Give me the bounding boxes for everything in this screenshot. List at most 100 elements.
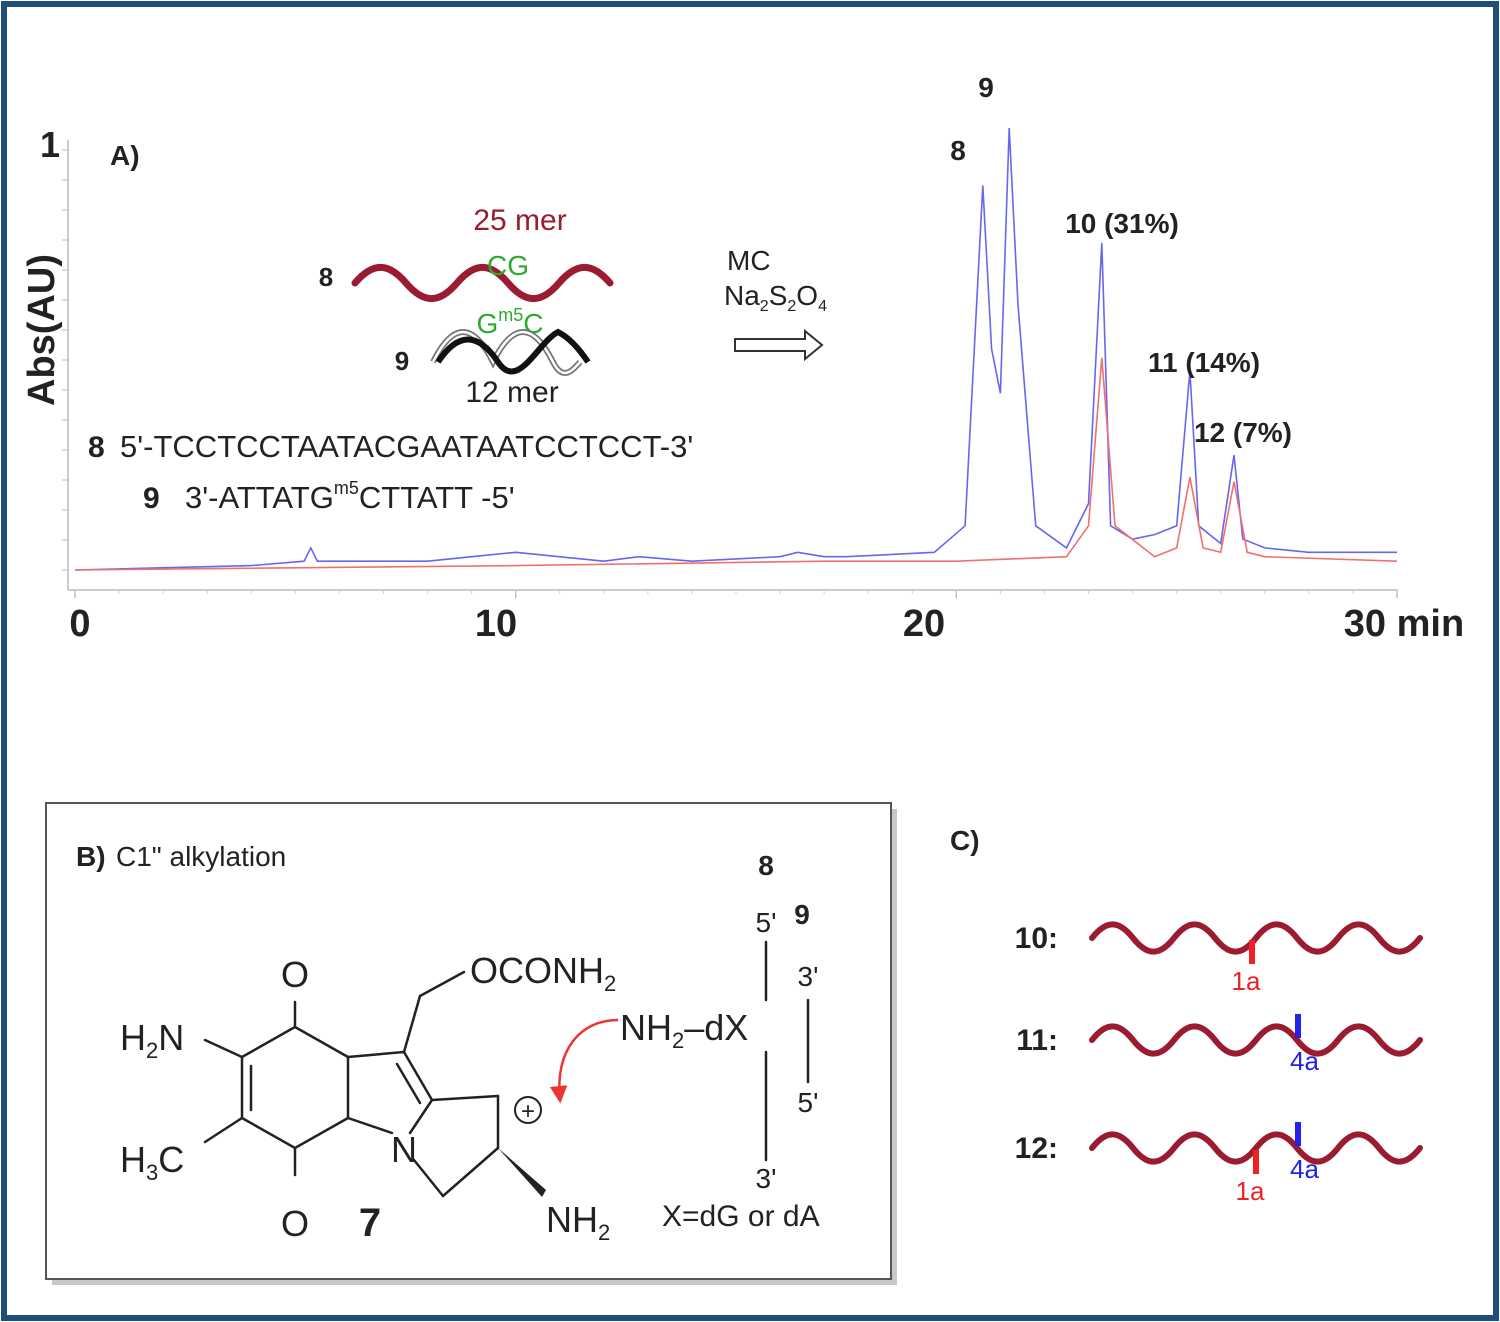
cation-circle (514, 1096, 542, 1124)
methyl-h: H (120, 1139, 146, 1180)
amino-h: H (120, 1017, 146, 1058)
panel-c: C) 10: 1a 11: 4a 12: 1a 4a (950, 825, 1423, 1206)
end-3-prime-bottom: 3' (756, 1163, 777, 1194)
amine-sub: 2 (598, 1220, 610, 1245)
amine-nh2-bottom: NH2 (546, 1199, 610, 1245)
panel-b-label: B) (76, 841, 106, 872)
y-minor-ticks (62, 149, 68, 571)
panel-b-title: C1" alkylation (116, 841, 286, 872)
strand-9-number: 9 (794, 899, 810, 930)
strand8-wave-line (351, 264, 614, 302)
reaction-arrow (734, 328, 824, 362)
adduct-row-id: 11: (1016, 1024, 1058, 1057)
adduct-duplex-wave (1089, 921, 1423, 955)
x-tick-0: 0 (69, 603, 90, 645)
adduct-label-1a: 1a (1236, 1176, 1265, 1206)
adduct-duplex-wave (1089, 1023, 1423, 1057)
seq9-sequence: 3'-ATTATGm5CTTATT -5' (185, 478, 515, 515)
reagent-s: S (769, 280, 788, 311)
peak-label-11: 11 (14%) (1148, 347, 1260, 378)
methyl-c: C (158, 1139, 184, 1180)
reagent-o: O (796, 280, 818, 311)
strand9-site-g: G (476, 308, 498, 339)
panel-b: B) C1" alkylation (45, 802, 897, 1285)
strand9-length-label: 12 mer (465, 376, 558, 409)
end-5-prime-top: 5' (756, 907, 777, 938)
reagent-sub1: 2 (760, 298, 769, 315)
carbonyl-o-bottom: O (281, 1203, 309, 1244)
ring-nitrogen: N (391, 1129, 417, 1170)
strand8-length-label: 25 mer (473, 204, 566, 237)
strand8-site-cg: CG (487, 250, 529, 281)
seq8-sequence: 5'-TCCTCCTAATACGAATAATCCTCCT-3' (120, 429, 693, 464)
adduct-row: 11: 4a (1016, 1014, 1423, 1076)
seq9-part-a: 3'-ATTATG (185, 480, 334, 515)
adduct-row: 10: 1a (1015, 921, 1423, 996)
nucleophile-dx: –dX (684, 1007, 748, 1048)
x-definition: X=dG or dA (662, 1200, 820, 1233)
amino-n: N (158, 1017, 184, 1058)
adduct-label-1a: 1a (1232, 966, 1261, 996)
duplex-scheme: 25 mer 8 CG Gm5C 9 12 mer MC Na2S2O4 (319, 204, 827, 409)
wedge-bond (498, 1148, 546, 1197)
trace-red (74, 357, 1398, 571)
peak-label-8: 8 (950, 135, 966, 166)
strand9-wave-front (435, 328, 591, 375)
x-tick-marks (74, 590, 1398, 598)
adduct-duplex-wave (1089, 1131, 1423, 1165)
seq9-number: 9 (143, 482, 160, 515)
x-tick-30-min: 30 min (1344, 603, 1464, 645)
nucleophilic-attack-arrow (549, 1018, 619, 1104)
strand9-number: 9 (395, 346, 409, 376)
adduct-label-4a: 4a (1290, 1154, 1319, 1184)
panel-a: Abs(AU) 1 0 10 20 30 min 8 9 10 (31%) 11… (21, 72, 1464, 645)
strand9-site-sup: m5 (498, 305, 523, 325)
seq8-number: 8 (88, 431, 105, 464)
adduct-row: 12: 1a 4a (1015, 1122, 1423, 1206)
panel-a-label: A) (110, 140, 140, 171)
chromatogram-plot: Abs(AU) 1 0 10 20 30 min 8 9 10 (31%) 11… (21, 72, 1464, 645)
methyl-h3c: H3C (120, 1139, 184, 1185)
seq9-part-b: CTTATT -5' (359, 480, 515, 515)
y-tick-top: 1 (40, 124, 60, 165)
structure-7-bonds (203, 940, 810, 1198)
compound-number-7: 7 (359, 1201, 381, 1245)
strand-8-number: 8 (758, 850, 774, 881)
adduct-label-4a: 4a (1290, 1046, 1319, 1076)
amino-sub: 2 (146, 1038, 158, 1063)
reagent-sub2: 2 (787, 298, 796, 315)
carbamate-sub: 2 (604, 971, 616, 996)
reagent-dithionite: Na2S2O4 (724, 280, 827, 315)
reagent-na: Na (724, 280, 760, 311)
peak-label-10: 10 (31%) (1065, 208, 1179, 239)
x-tick-10: 10 (475, 603, 517, 645)
adduct-row-id: 10: (1015, 922, 1058, 955)
end-5-prime-bottom: 5' (798, 1087, 819, 1118)
panel-b-box (45, 802, 892, 1280)
strand9-wave-back-inner (431, 330, 581, 375)
amine-nh: NH (546, 1199, 598, 1240)
y-axis-label: Abs(AU) (21, 254, 63, 406)
carbonyl-o-top: O (281, 954, 309, 995)
end-3-prime-top: 3' (798, 961, 819, 992)
peak-label-12: 12 (7%) (1194, 417, 1292, 448)
panel-c-label: C) (950, 825, 980, 856)
nucleophile-sub: 2 (672, 1028, 684, 1053)
reagent-mc: MC (727, 245, 771, 276)
methyl-sub: 3 (146, 1160, 158, 1185)
nucleophile-nh2-dx: NH2–dX (620, 1007, 748, 1053)
seq9-sup: m5 (334, 478, 359, 498)
carbamate-text: OCONH (470, 950, 604, 991)
cation-plus: + (521, 1098, 535, 1125)
x-tick-20: 20 (903, 603, 945, 645)
nucleophile-nh: NH (620, 1007, 672, 1048)
carbamate-ocon: OCONH2 (470, 950, 616, 996)
strand8-number: 8 (319, 262, 333, 292)
adduct-row-id: 12: (1015, 1132, 1058, 1165)
reagent-sub3: 4 (818, 298, 827, 315)
peak-label-9: 9 (978, 72, 994, 103)
amino-h2n: H2N (120, 1017, 184, 1063)
